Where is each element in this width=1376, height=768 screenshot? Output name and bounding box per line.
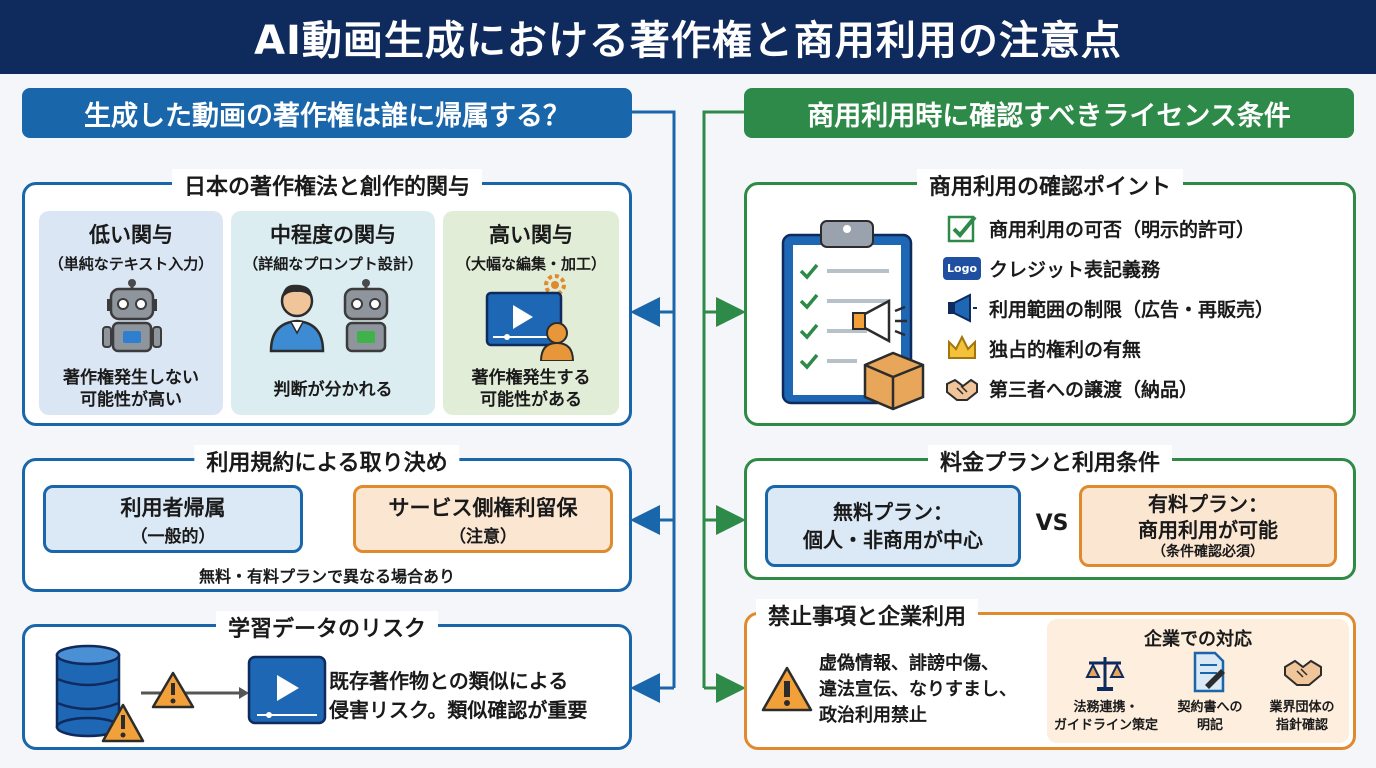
corporate-item-line: 明記	[1196, 717, 1223, 733]
training-risk-line: 既存著作物との類似による	[329, 669, 569, 693]
low-involvement-card: 低い関与 （単純なテキスト入力） 著作権発生しない 可能性が高い	[39, 211, 223, 415]
checkpoint-item: 商用利用の可否（明示的許可）	[945, 212, 1255, 244]
corporate-item-line: ガイドライン策定	[1053, 717, 1158, 733]
card-footer-line: 可能性が高い	[80, 390, 182, 411]
card-footer-line: 著作権発生する	[471, 368, 591, 388]
corporate-item-line: 契約書への	[1177, 700, 1243, 715]
box-icon	[863, 351, 925, 411]
corporate-item-line: 法務連携・	[1073, 700, 1139, 715]
plans-panel: 料金プランと利用条件 無料プラン： 個人・非商用が中心 VS 有料プラン： 商用…	[744, 445, 1356, 580]
checkpoint-item: 第三者への譲渡（納品）	[945, 372, 1198, 404]
checkpoint-label: 独占的権利の有無	[989, 338, 1142, 361]
checkpoint-label: 利用範囲の制限（広告・再販売）	[989, 298, 1275, 321]
card-subtitle: （詳細なプロンプト設計）	[243, 255, 423, 273]
vs-label: VS	[1035, 511, 1069, 536]
corporate-item: 法務連携・ ガイドライン策定	[1051, 699, 1161, 734]
checkpoint-label: 商用利用の可否（明示的許可）	[989, 218, 1256, 241]
training-data-panel: 学習データのリスク 既存著作物との類似による 侵害リスク。類似確認が重要	[22, 611, 632, 750]
database-icon	[55, 644, 121, 738]
handshake-icon	[945, 372, 979, 404]
card-subtitle: （大幅な編集・加工）	[455, 255, 606, 273]
logo-badge: Logo	[943, 256, 981, 280]
user-ownership-sub: （一般的）	[130, 526, 216, 547]
scales-icon	[1085, 657, 1125, 691]
plans-title: 料金プランと利用条件	[927, 445, 1173, 477]
card-footer: 著作権発生しない 可能性が高い	[39, 367, 223, 411]
video-icon	[247, 655, 327, 725]
contract-icon	[1193, 651, 1225, 693]
paid-plan-line: 有料プラン：	[1148, 491, 1268, 516]
card-footer-line: 著作権発生しない	[63, 368, 199, 388]
user-ownership-box: 利用者帰属 （一般的）	[43, 485, 303, 553]
crown-icon	[945, 332, 979, 364]
prohibited-text: 虚偽情報、誹謗中傷、 違法宣伝、なりすまし、 政治利用禁止	[819, 651, 1017, 729]
training-risk-text: 既存著作物との類似による 侵害リスク。類似確認が重要	[329, 667, 587, 725]
prohibited-line: 政治利用禁止	[819, 705, 927, 727]
user-ownership-label: 利用者帰属	[120, 495, 226, 520]
checkpoint-label: クレジット表記義務	[989, 258, 1161, 281]
terms-panel: 利用規約による取り決め 利用者帰属 （一般的） サービス側権利留保 （注意） 無…	[22, 445, 632, 592]
checkpoint-item: 独占的権利の有無	[945, 332, 1141, 364]
prohibited-panel: 禁止事項と企業利用 虚偽情報、誹謗中傷、 違法宣伝、なりすまし、 政治利用禁止 …	[744, 599, 1356, 750]
paid-plan-note: （条件確認必須）	[1152, 543, 1264, 560]
training-data-title: 学習データのリスク	[215, 611, 439, 643]
card-title: 低い関与	[89, 223, 173, 247]
logo-icon: Logo	[943, 252, 981, 284]
card-title: 高い関与	[489, 223, 573, 247]
paid-plan-box: 有料プラン： 商用利用が可能 （条件確認必須）	[1079, 485, 1337, 567]
robot-icon	[102, 279, 162, 353]
plan-difference-note: 無料・有料プランで異なる場合あり	[198, 567, 455, 586]
paid-plan-line: 商用利用が可能	[1138, 517, 1278, 542]
card-footer: 判断が分かれる	[231, 379, 435, 401]
video-editing-icon	[485, 274, 575, 361]
clipboard-icon	[781, 220, 925, 411]
medium-involvement-card: 中程度の関与 （詳細なプロンプト設計） 判断が分かれる	[231, 211, 435, 415]
corporate-response-title: 企業での対応	[1144, 629, 1252, 650]
prohibited-line: 虚偽情報、誹謗中傷、	[819, 653, 999, 674]
corporate-item-line: 業界団体の	[1269, 700, 1335, 715]
corporate-item: 契約書への 明記	[1155, 699, 1265, 734]
prohibited-title: 禁止事項と企業利用	[755, 599, 979, 631]
warning-icon	[101, 703, 145, 743]
handshake-icon	[1284, 659, 1322, 686]
copyright-law-title: 日本の著作権法と創作的関与	[171, 169, 483, 201]
service-rights-box: サービス側権利留保 （注意）	[353, 485, 613, 553]
checkpoints-panel: 商用利用の確認ポイント	[744, 169, 1356, 426]
prohibited-line: 違法宣伝、なりすまし、	[819, 679, 1017, 701]
terms-title: 利用規約による取り決め	[194, 445, 460, 477]
card-footer-line: 可能性がある	[480, 390, 582, 411]
card-subtitle: （単純なテキスト入力）	[48, 255, 214, 273]
checkpoint-item: 利用範囲の制限（広告・再販売）	[945, 292, 1274, 324]
service-rights-label: サービス側権利留保	[388, 495, 578, 520]
warning-icon	[151, 671, 195, 709]
training-risk-line: 侵害リスク。類似確認が重要	[329, 698, 588, 722]
check-icon	[945, 212, 979, 244]
copyright-law-panel: 日本の著作権法と創作的関与 低い関与 （単純なテキスト入力） 著作権発生しない …	[22, 169, 632, 426]
left-section-header: 生成した動画の著作権は誰に帰属する？	[22, 88, 632, 138]
card-footer-line: 判断が分かれる	[273, 380, 393, 400]
checkpoint-label: 第三者への譲渡（納品）	[989, 378, 1199, 401]
robot-icon	[343, 279, 389, 353]
card-footer: 著作権発生する 可能性がある	[443, 367, 619, 411]
warning-icon	[761, 666, 813, 712]
free-plan-line: 個人・非商用が中心	[803, 528, 983, 552]
training-risk-diagram	[55, 644, 327, 743]
corporate-item: 業界団体の 指針確認	[1247, 699, 1357, 734]
card-title: 中程度の関与	[270, 223, 396, 247]
service-rights-sub: （注意）	[449, 526, 517, 547]
checkpoint-item: Logo クレジット表記義務	[943, 252, 1161, 284]
megaphone-icon	[852, 298, 907, 344]
high-involvement-card: 高い関与 （大幅な編集・加工） 著作権発生する 可能性がある	[443, 211, 619, 415]
megaphone-icon	[945, 292, 979, 324]
right-section-header: 商用利用時に確認すべきライセンス条件	[744, 88, 1354, 138]
corporate-item-line: 指針確認	[1275, 717, 1328, 733]
checkpoints-title: 商用利用の確認ポイント	[916, 169, 1184, 201]
page-title: AI動画生成における著作権と商用利用の注意点	[0, 0, 1376, 74]
free-plan-box: 無料プラン： 個人・非商用が中心	[765, 485, 1021, 567]
free-plan-line: 無料プラン：	[833, 500, 953, 524]
corporate-response-box: 企業での対応 法務連携・ ガイドライン策定 契約書への 明記 業界団体の	[1047, 619, 1349, 743]
person-icon	[269, 284, 325, 353]
